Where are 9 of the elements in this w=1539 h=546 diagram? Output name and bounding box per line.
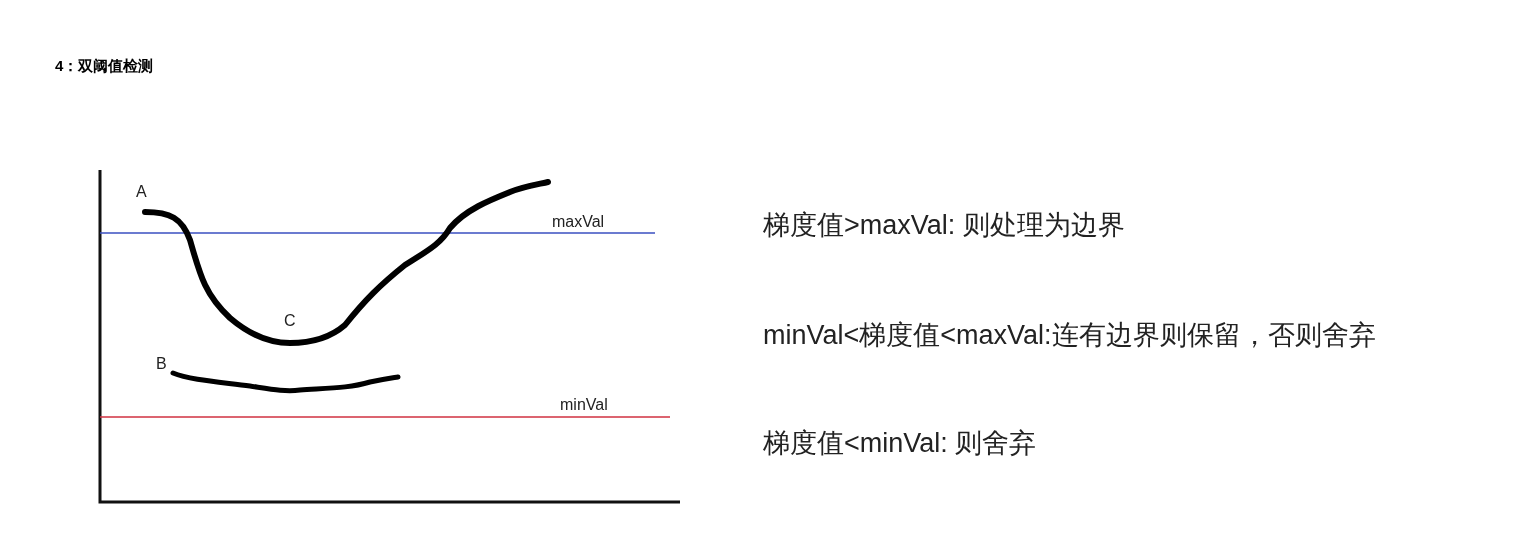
rule-text: minVal<梯度值<maxVal:连有边界则保留，否则舍弃 [763, 319, 1376, 352]
rule-text: 梯度值<minVal: 则舍弃 [763, 427, 1037, 460]
threshold-label: minVal [560, 395, 608, 415]
heading: 4：双阈值检测 [55, 56, 154, 76]
threshold-label: maxVal [552, 212, 605, 232]
curve-label: C [284, 311, 296, 331]
curve-label: A [136, 182, 147, 202]
curve-label: B [156, 354, 167, 374]
rule-text: 梯度值>maxVal: 则处理为边界 [763, 209, 1125, 242]
